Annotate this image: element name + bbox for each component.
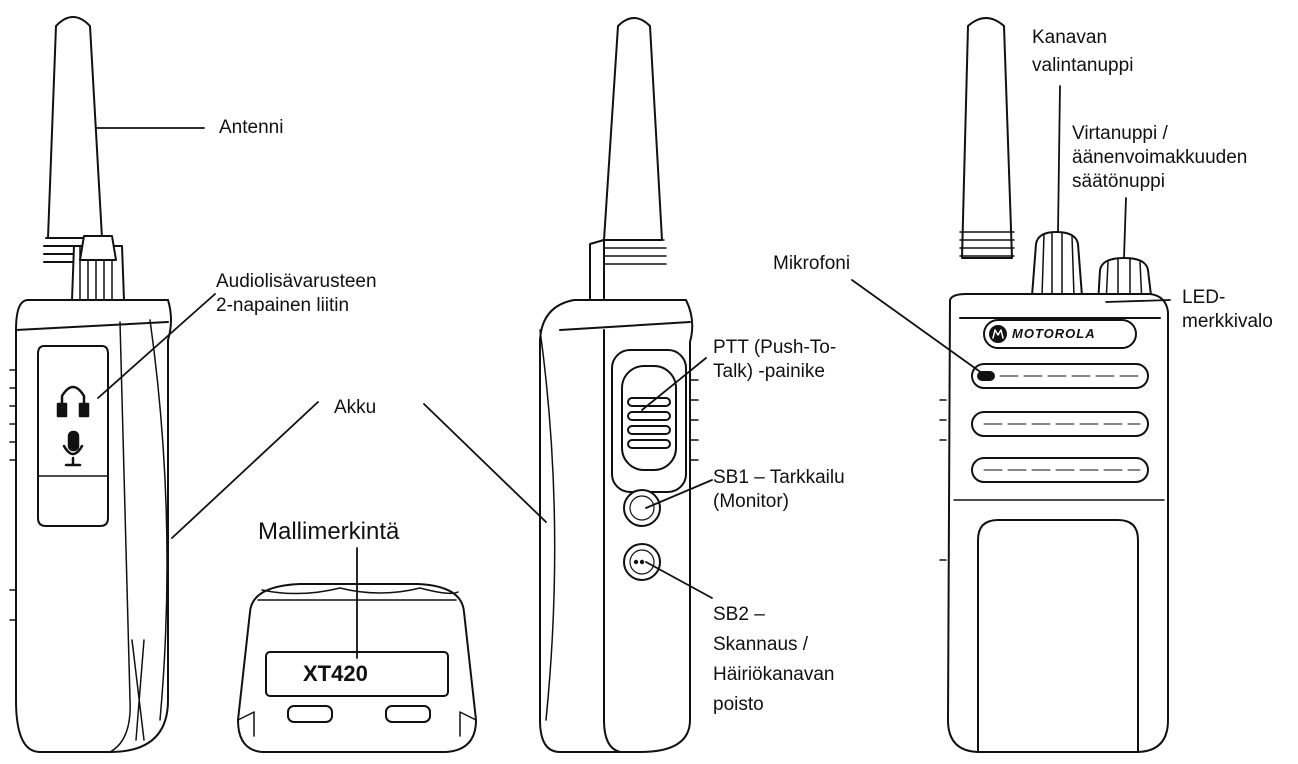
antenna-right	[961, 17, 1013, 259]
leader-power-knob	[1123, 197, 1127, 259]
leader-lines	[95, 85, 1171, 659]
speaker-grille-1	[971, 363, 1149, 389]
label-model-marking: Mallimerkintä	[258, 518, 400, 545]
label-sb1: SB1 – Tarkkailu (Monitor)	[713, 467, 845, 512]
label-battery: Akku	[334, 397, 377, 418]
power-knob	[1097, 257, 1153, 305]
battery-seam-left	[149, 319, 168, 721]
leader-battery-left	[171, 401, 319, 539]
label-power-knob: Virtanuppi / äänenvoimakkuuden säätönupp…	[1072, 123, 1248, 192]
leader-audio-jack	[97, 293, 216, 399]
motorola-badge	[983, 319, 1137, 349]
leader-led	[1105, 299, 1171, 303]
leader-ptt	[641, 357, 707, 411]
motorola-wordmark: MOTOROLA	[1012, 326, 1096, 341]
leader-channel-knob	[1057, 85, 1061, 233]
label-microphone: Mikrofoni	[773, 253, 851, 274]
label-antenna: Antenni	[219, 117, 284, 138]
radio-side-view-right	[539, 17, 699, 753]
microphone-icon	[62, 430, 84, 467]
label-channel-knob: Kanavan valintanuppi	[1032, 27, 1134, 76]
headphone-icon	[56, 385, 90, 418]
model-number: XT420	[303, 661, 368, 686]
label-audio-jack: Audiolisävarusteen 2-napainen liitin	[216, 271, 377, 316]
leader-battery-middle	[423, 403, 547, 523]
antenna-left	[47, 16, 103, 239]
radio-side-view-left	[9, 16, 172, 753]
label-led: LED- merkkivalo	[1182, 287, 1273, 332]
radio-front-view	[939, 17, 1169, 753]
side-ribs-left	[9, 369, 17, 621]
ptt-button	[621, 365, 677, 471]
battery-door	[977, 519, 1139, 753]
label-ptt: PTT (Push-To- Talk) -painike	[713, 337, 837, 382]
channel-knob	[1031, 231, 1083, 297]
front-body	[947, 293, 1169, 753]
ptt-ribs	[627, 397, 671, 449]
leader-sb2	[645, 561, 713, 599]
leader-microphone	[851, 279, 987, 377]
antenna-middle	[603, 17, 663, 241]
sb1-button	[623, 489, 661, 527]
speaker-grille-2	[971, 411, 1149, 437]
label-sb2: SB2 – Skannaus / Häiriökanavan poisto	[713, 604, 835, 715]
leader-sb1	[645, 479, 713, 509]
motorola-logo-icon	[989, 325, 1007, 343]
